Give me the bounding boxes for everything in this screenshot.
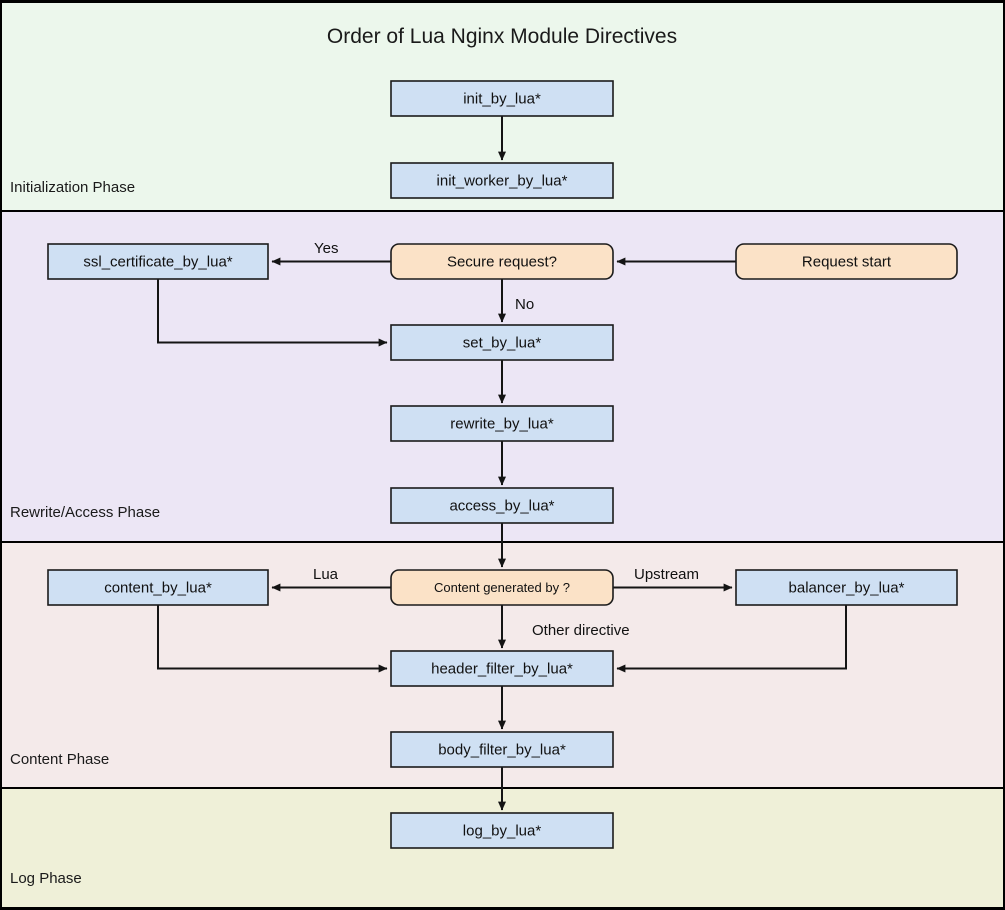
node-box-secure_request[interactable] <box>390 243 614 280</box>
node-label-init_by_lua: init_by_lua* <box>463 90 541 107</box>
node-box-ssl_certificate[interactable] <box>47 243 269 280</box>
node-init_worker_by_lua[interactable]: init_worker_by_lua* <box>390 162 614 199</box>
node-box-set_by_lua[interactable] <box>390 324 614 361</box>
node-log_by_lua[interactable]: log_by_lua* <box>390 812 614 849</box>
edge-content_by_lua-to-header_filter <box>157 605 388 673</box>
node-secure_request[interactable]: Secure request? <box>390 243 614 280</box>
node-label-rewrite_by_lua: rewrite_by_lua* <box>450 415 554 432</box>
page-title: Order of Lua Nginx Module Directives <box>327 25 677 48</box>
node-rewrite_by_lua[interactable]: rewrite_by_lua* <box>390 405 614 442</box>
node-box-balancer_by_lua[interactable] <box>735 569 958 606</box>
node-box-content_generated_by[interactable] <box>390 569 614 606</box>
node-box-rewrite_by_lua[interactable] <box>390 405 614 442</box>
edge-label-e-content-to-lua: Lua <box>313 566 339 583</box>
phase-label-log: Log Phase <box>10 870 82 887</box>
node-label-request_start: Request start <box>802 253 892 270</box>
node-label-access_by_lua: access_by_lua* <box>449 497 554 514</box>
node-label-content_by_lua: content_by_lua* <box>104 579 212 596</box>
node-label-header_filter: header_filter_by_lua* <box>431 660 573 677</box>
edge-balancer_by_lua-to-header_filter <box>616 605 847 673</box>
node-content_by_lua[interactable]: content_by_lua* <box>47 569 269 606</box>
node-label-secure_request: Secure request? <box>447 253 557 270</box>
node-box-header_filter[interactable] <box>390 650 614 687</box>
node-body_filter[interactable]: body_filter_by_lua* <box>390 731 614 768</box>
node-label-init_worker_by_lua: init_worker_by_lua* <box>437 172 568 189</box>
node-set_by_lua[interactable]: set_by_lua* <box>390 324 614 361</box>
nodes-layer: init_by_lua* init_worker_by_lua* Request s… <box>47 80 958 849</box>
edge-label-e-secure-to-ssl: Yes <box>314 240 338 257</box>
node-box-content_by_lua[interactable] <box>47 569 269 606</box>
node-request_start[interactable]: Request start <box>735 243 958 280</box>
node-header_filter[interactable]: header_filter_by_lua* <box>390 650 614 687</box>
node-box-body_filter[interactable] <box>390 731 614 768</box>
node-balancer_by_lua[interactable]: balancer_by_lua* <box>735 569 958 606</box>
node-label-content_generated_by: Content generated by ? <box>434 580 570 595</box>
node-ssl_certificate[interactable]: ssl_certificate_by_lua* <box>47 243 269 280</box>
node-access_by_lua[interactable]: access_by_lua* <box>390 487 614 524</box>
node-label-log_by_lua: log_by_lua* <box>463 822 542 839</box>
node-box-init_by_lua[interactable] <box>390 80 614 117</box>
phase-label-init: Initialization Phase <box>10 179 135 196</box>
phase-label-rewrite: Rewrite/Access Phase <box>10 504 160 521</box>
node-content_generated_by[interactable]: Content generated by ? <box>390 569 614 606</box>
node-box-init_worker_by_lua[interactable] <box>390 162 614 199</box>
node-label-set_by_lua: set_by_lua* <box>463 334 542 351</box>
node-label-ssl_certificate: ssl_certificate_by_lua* <box>83 253 232 270</box>
edge-label-e-secure-to-set: No <box>515 296 534 313</box>
node-label-body_filter: body_filter_by_lua* <box>438 741 566 758</box>
edges-layer <box>157 116 847 811</box>
node-label-balancer_by_lua: balancer_by_lua* <box>789 579 905 596</box>
edge-label-e-content-to-upstream: Upstream <box>634 566 699 583</box>
edge-label-e-content-to-header: Other directive <box>532 622 630 639</box>
node-box-request_start[interactable] <box>735 243 958 280</box>
node-box-log_by_lua[interactable] <box>390 812 614 849</box>
node-init_by_lua[interactable]: init_by_lua* <box>390 80 614 117</box>
edge-ssl_certificate-to-set_by_lua <box>157 279 388 347</box>
node-box-access_by_lua[interactable] <box>390 487 614 524</box>
phase-label-content: Content Phase <box>10 751 109 768</box>
